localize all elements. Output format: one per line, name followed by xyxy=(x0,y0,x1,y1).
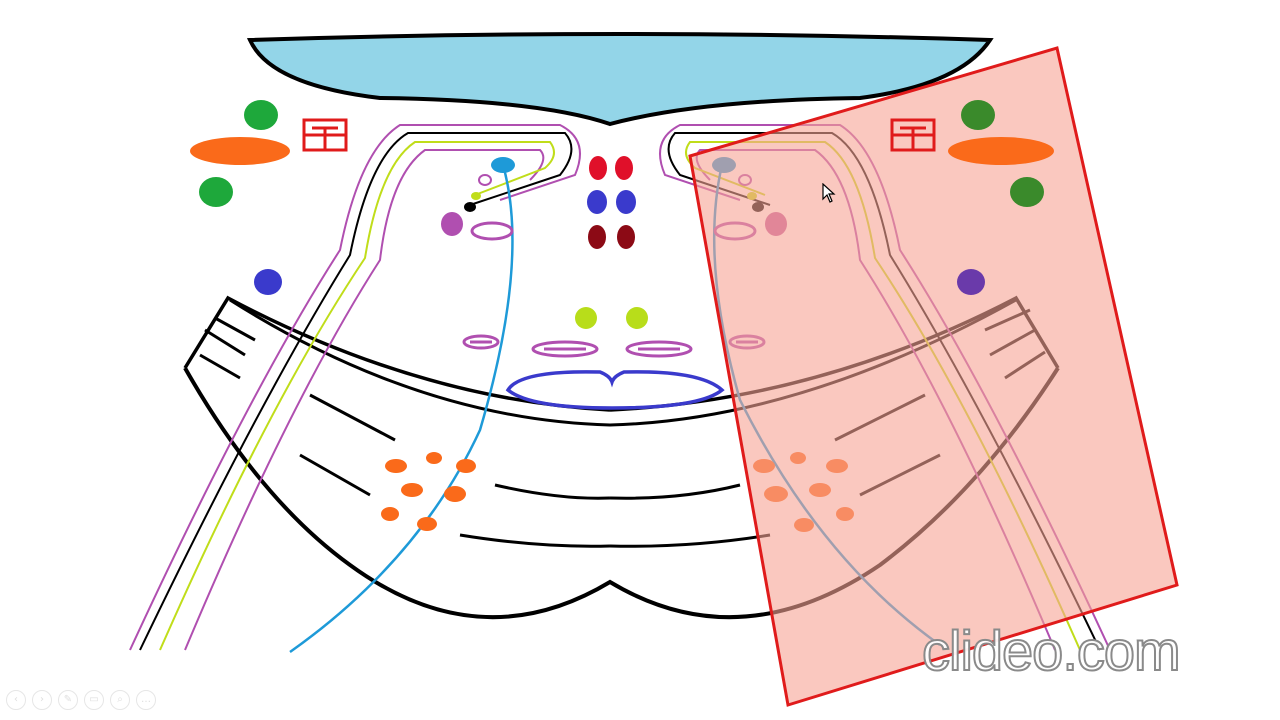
pen-icon[interactable]: ✎ xyxy=(58,690,78,710)
nucleus-blue-top-left xyxy=(491,157,515,173)
nucleus-blue-right xyxy=(616,190,636,214)
tract-purple-left-inner xyxy=(184,149,545,651)
nucleus-red-right xyxy=(615,156,633,180)
nucleus-lime-left xyxy=(575,307,597,329)
pontine-nuclei-left xyxy=(381,452,476,531)
nucleus-green-bottom-left xyxy=(199,177,233,207)
nucleus-blue-lateral-left xyxy=(254,269,282,295)
nucleus-orange-right xyxy=(948,137,1054,165)
grid-icon-right xyxy=(890,118,936,152)
mouse-cursor-icon xyxy=(822,183,836,203)
nucleus-purple-ring-left xyxy=(470,221,514,241)
nucleus-darkred-left xyxy=(588,225,606,249)
player-controls: ‹ › ✎ ▭ ⌕ … xyxy=(6,690,156,710)
nucleus-purple-small-left xyxy=(478,174,492,186)
tract-yellow-left xyxy=(159,141,555,651)
tract-purple-left xyxy=(129,124,581,651)
zoom-icon[interactable]: ⌕ xyxy=(110,690,130,710)
tract-blue-left xyxy=(289,164,514,654)
transverse-fibres-left xyxy=(199,316,611,548)
fourth-ventricle xyxy=(246,32,994,127)
nucleus-orange-left xyxy=(190,137,290,165)
lemniscus-ovals xyxy=(462,334,766,358)
next-icon[interactable]: › xyxy=(32,690,52,710)
nucleus-black-small-left xyxy=(464,202,476,212)
nucleus-red-left xyxy=(589,156,607,180)
grid-icon-left xyxy=(302,118,348,152)
nucleus-yellow-small-left xyxy=(471,192,481,200)
medial-lemniscus xyxy=(505,370,725,410)
slides-icon[interactable]: ▭ xyxy=(84,690,104,710)
nucleus-green-top-left xyxy=(244,100,278,130)
nucleus-darkred-right xyxy=(617,225,635,249)
highlight-rectangle xyxy=(688,46,1179,707)
nucleus-green-bottom-right xyxy=(1010,177,1044,207)
nucleus-blue-left xyxy=(587,190,607,214)
more-icon[interactable]: … xyxy=(136,690,156,710)
previous-icon[interactable]: ‹ xyxy=(6,690,26,710)
nucleus-blue-lateral-right xyxy=(957,269,985,295)
nucleus-green-top-right xyxy=(961,100,995,130)
tract-black-left xyxy=(139,132,573,651)
nucleus-lime-right xyxy=(626,307,648,329)
nucleus-purple-left xyxy=(441,212,463,236)
